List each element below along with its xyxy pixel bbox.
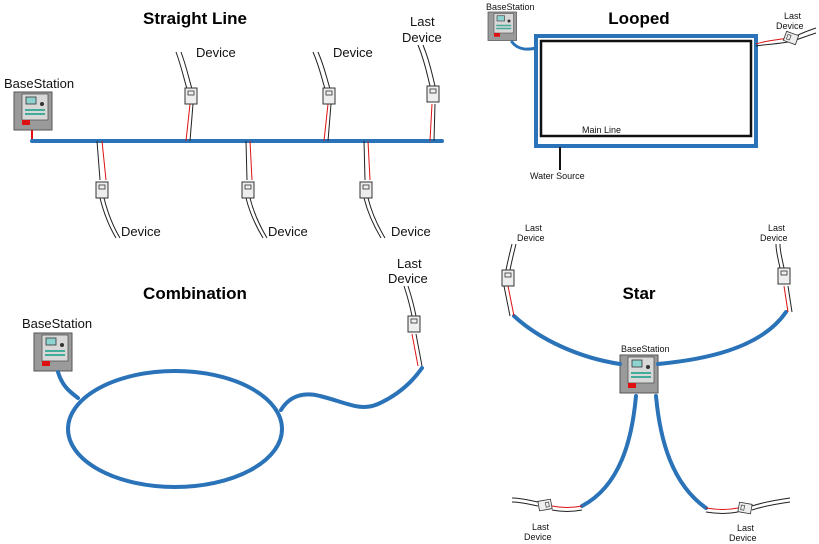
star-last-device-lower-left: Last Device — [511, 497, 583, 542]
device-icon — [737, 501, 753, 515]
straight-basestation-icon — [13, 91, 53, 131]
straight-device-upper-last: Last Device — [402, 14, 442, 142]
star-last-device-upper-right: Last Device — [760, 223, 793, 313]
looped-title: Looped — [608, 9, 669, 28]
device-icon — [501, 269, 515, 287]
straight-device-lower-3: Device — [359, 140, 431, 239]
star-section: Star BaseStation Last Device Last Device — [501, 223, 793, 543]
looped-last-device: Last Device — [755, 11, 817, 47]
device-icon — [241, 181, 255, 199]
star-last-ul-label-1: Last — [525, 223, 543, 233]
device-icon — [184, 87, 198, 105]
device-icon — [537, 498, 553, 512]
combination-last-label-2: Device — [388, 271, 428, 286]
looped-feed-pipe — [510, 40, 538, 51]
device-icon — [359, 181, 373, 199]
star-pipe-upper-right — [656, 310, 788, 366]
straight-device-lower-2: Device — [241, 140, 308, 239]
straight-device-label-3: Device — [121, 224, 161, 239]
straight-device-label-5: Device — [391, 224, 431, 239]
star-pipe-upper-left — [512, 314, 622, 366]
combination-title: Combination — [143, 284, 247, 303]
star-last-ul-label-2: Device — [517, 233, 545, 243]
looped-last-label-1: Last — [784, 11, 802, 21]
straight-last-label-1: Last — [410, 14, 435, 29]
star-last-ll-label-1: Last — [532, 522, 550, 532]
device-icon — [777, 267, 791, 285]
device-icon — [95, 181, 109, 199]
straight-line-section: Straight Line BaseStation Device Device — [4, 9, 444, 239]
straight-device-lower-1: Device — [95, 140, 161, 239]
star-last-ur-label-2: Device — [760, 233, 788, 243]
water-source-label: Water Source — [530, 171, 585, 181]
star-pipe-lower-right — [654, 394, 708, 510]
straight-device-upper-1: Device — [175, 45, 236, 142]
straight-device-label-4: Device — [268, 224, 308, 239]
straight-last-label-2: Device — [402, 30, 442, 45]
combination-tail-pipe — [279, 366, 424, 412]
device-icon — [426, 85, 440, 103]
star-last-device-upper-left: Last Device — [501, 223, 545, 317]
star-last-lr-label-2: Device — [729, 533, 757, 543]
combination-feed-pipe — [56, 370, 80, 400]
star-last-lr-label-1: Last — [737, 523, 755, 533]
looped-main-line-label: Main Line — [582, 125, 621, 135]
device-icon — [322, 87, 336, 105]
looped-pipe-rect — [534, 34, 758, 148]
looped-main-line — [539, 39, 753, 138]
star-title: Star — [622, 284, 655, 303]
straight-device-label-2: Device — [333, 45, 373, 60]
star-last-ur-label-1: Last — [768, 223, 786, 233]
combination-basestation-icon — [33, 332, 73, 372]
straight-basestation-label: BaseStation — [4, 76, 74, 91]
star-pipe-lower-left — [580, 394, 638, 508]
device-icon — [407, 315, 421, 333]
straight-device-upper-2: Device — [312, 45, 373, 142]
combination-last-label-1: Last — [397, 256, 422, 271]
straight-device-label-1: Device — [196, 45, 236, 60]
star-last-device-lower-right: Last Device — [705, 497, 791, 543]
straight-line-title: Straight Line — [143, 9, 247, 28]
looped-basestation-icon — [487, 11, 517, 41]
combination-loop-pipe — [66, 369, 284, 489]
combination-section: Combination BaseStation Last Device — [22, 256, 428, 489]
star-basestation-icon — [619, 354, 659, 394]
looped-section: Looped BaseStation Main Line Water Sourc… — [486, 2, 817, 181]
combination-basestation-label: BaseStation — [22, 316, 92, 331]
looped-basestation-label: BaseStation — [486, 2, 535, 12]
combination-last-device: Last Device — [388, 256, 428, 367]
star-last-ll-label-2: Device — [524, 532, 552, 542]
looped-last-label-2: Device — [776, 21, 804, 31]
star-basestation-label: BaseStation — [621, 344, 670, 354]
